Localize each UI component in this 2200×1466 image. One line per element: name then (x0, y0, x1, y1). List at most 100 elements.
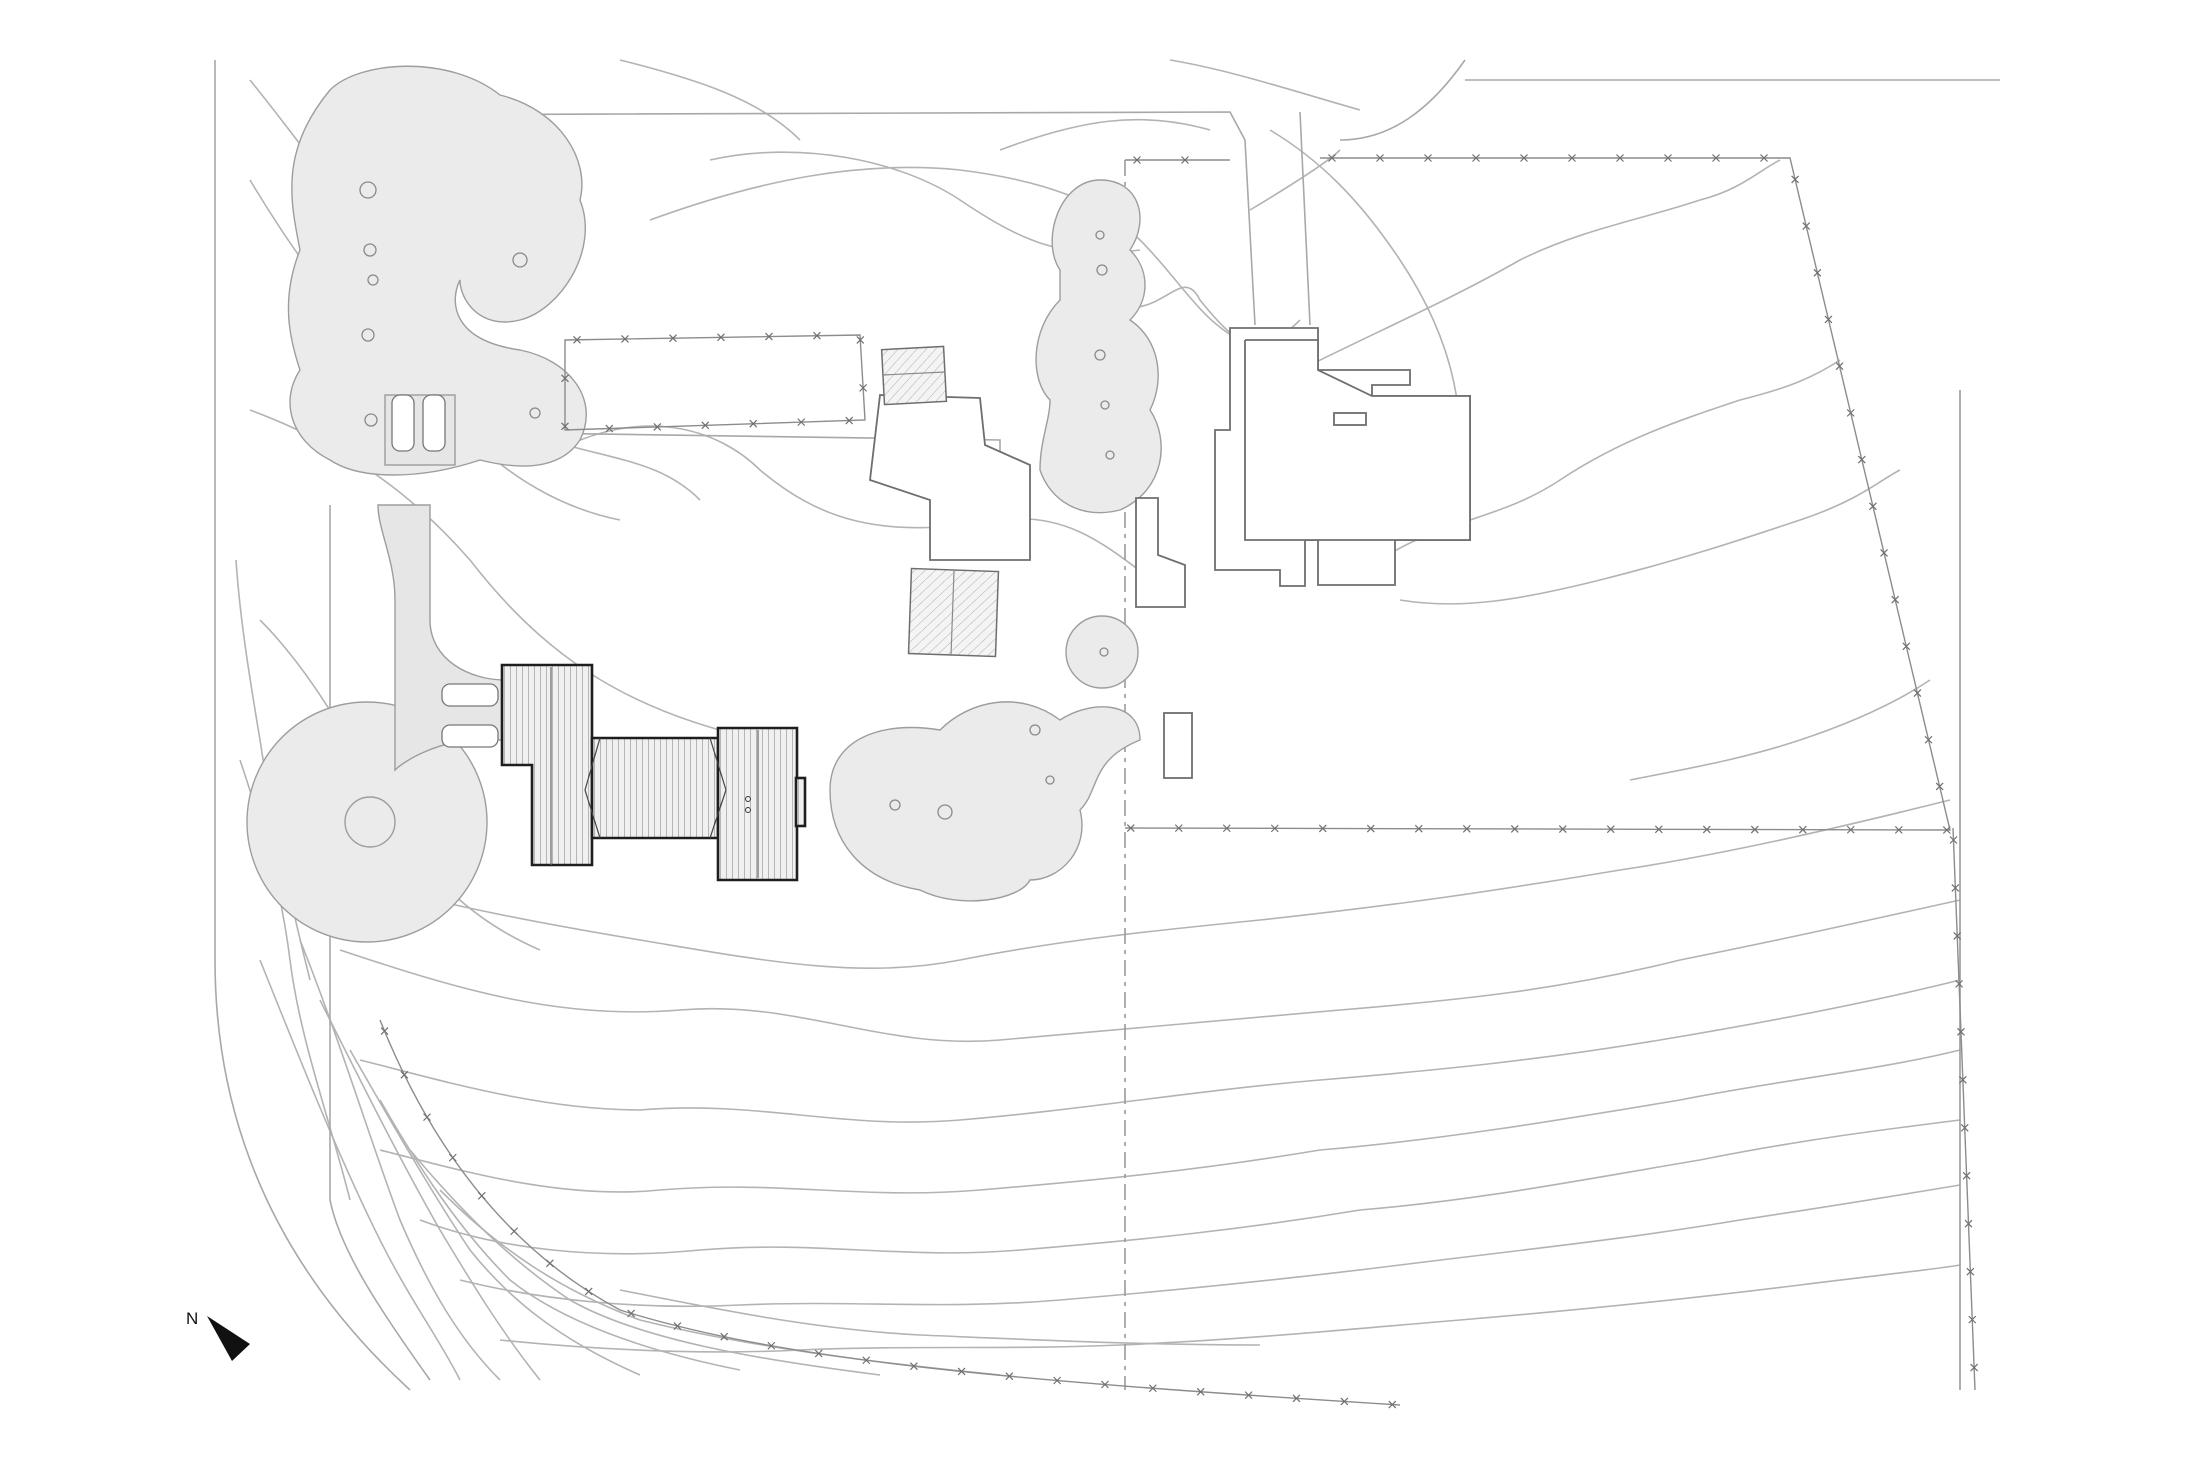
fence-marker (1902, 642, 1911, 651)
fence-marker (720, 1332, 729, 1341)
shed-garage (907, 567, 1000, 658)
fence-east-yard (1124, 157, 1951, 831)
tree-trunk (1095, 230, 1105, 240)
fence-marker (423, 1113, 431, 1122)
fence-marker (1101, 1380, 1109, 1389)
fence-marker (1857, 455, 1866, 464)
fence-marker (814, 1349, 823, 1358)
fence-marker (1868, 502, 1877, 511)
fence-marker (1891, 595, 1900, 604)
fence-marker (1510, 825, 1519, 833)
fence-marker (380, 1027, 389, 1036)
fence-marker (1376, 154, 1384, 162)
neighbor-house-inner (1244, 339, 1471, 541)
fence-marker (1970, 1363, 1979, 1372)
cars (391, 394, 499, 748)
vegetation (246, 65, 1162, 943)
fence-marker (510, 1227, 519, 1236)
fence-marker (1005, 1372, 1014, 1381)
contour-lines (235, 59, 1961, 1381)
tree-trunk (889, 799, 901, 811)
fence-marker (859, 383, 868, 392)
fence-marker (1951, 884, 1960, 892)
fence-marker (673, 1322, 682, 1330)
contour-line (319, 999, 541, 1381)
fence-marker (1894, 825, 1903, 834)
contour-line (649, 166, 1241, 341)
contour-line (999, 118, 1211, 151)
car-icon (391, 394, 415, 452)
fence-marker (1244, 1391, 1253, 1400)
tree-trunk (359, 181, 377, 199)
fence-marker (1174, 824, 1183, 833)
fence-marker (1133, 156, 1141, 164)
contour-line (319, 799, 1951, 970)
fence-marker (1222, 824, 1231, 833)
fence-marker (1880, 549, 1888, 557)
fence-marker (1292, 1394, 1301, 1403)
fence-marker (813, 331, 821, 340)
sheds (880, 345, 1000, 658)
fence-marker (1846, 408, 1855, 417)
fence-marker (669, 334, 677, 343)
existing-buildings (869, 327, 1471, 779)
fence-marker (909, 1362, 918, 1371)
contour-line (1269, 129, 1461, 441)
tree-trunk (1029, 724, 1041, 736)
fence-marker (1846, 825, 1855, 834)
driveway-north (329, 111, 1256, 326)
fence-marker (477, 1191, 486, 1200)
fence-marker (1181, 156, 1189, 164)
fence-marker (1802, 222, 1811, 231)
north-label: N (186, 1309, 198, 1328)
fence-marker (1942, 826, 1951, 834)
fence-marker (1616, 154, 1624, 162)
tree-trunk (364, 413, 378, 427)
fence-marker (1270, 824, 1279, 833)
road-edge-west (214, 60, 411, 1391)
shed-north (880, 345, 948, 406)
house-porch (794, 776, 807, 828)
fence-marker (1340, 1397, 1349, 1406)
fence-marker (845, 416, 854, 425)
fence-marker (584, 1287, 593, 1296)
fence-marker (1053, 1376, 1062, 1385)
house-wing-west (500, 663, 594, 867)
tree-trunk (512, 252, 528, 268)
fence-east-south (1952, 827, 1976, 1391)
fence-marker (1520, 154, 1528, 162)
tree-trunk (1099, 647, 1109, 657)
fence-marker (1328, 154, 1336, 162)
contour-line (1249, 149, 1341, 211)
fence-marker (1750, 825, 1759, 834)
car-icon (422, 394, 446, 452)
fence-marker (1824, 315, 1833, 324)
contour-line (1169, 59, 1361, 111)
new-house (500, 663, 807, 882)
fence-north-garden (564, 334, 866, 431)
driveway-access (1299, 111, 1311, 326)
fence-marker (1791, 175, 1800, 184)
north-arrow-icon (207, 1316, 250, 1361)
contour-line (409, 1149, 881, 1376)
fence-marker (605, 424, 614, 433)
tree-trunk (361, 328, 375, 342)
fence-marker (653, 422, 662, 431)
tree-canopy-north (1035, 179, 1162, 514)
fence-marker (1568, 154, 1576, 162)
tree-cluster-northwest (287, 65, 587, 476)
fence-marker (862, 1356, 871, 1365)
fence-marker (1760, 154, 1768, 162)
fence-marker (1957, 1027, 1965, 1036)
car-icon (441, 724, 499, 748)
fence-marker (1414, 824, 1423, 833)
fence-marker (1462, 824, 1471, 833)
tree-small-center (1065, 615, 1139, 689)
fence-marker (1966, 1267, 1975, 1276)
fence-marker (1955, 979, 1964, 988)
fence-marker (765, 332, 773, 341)
fence-marker (957, 1367, 966, 1376)
fence-marker (1798, 825, 1807, 834)
fence-marker (621, 335, 629, 343)
fence-marker (767, 1341, 776, 1350)
